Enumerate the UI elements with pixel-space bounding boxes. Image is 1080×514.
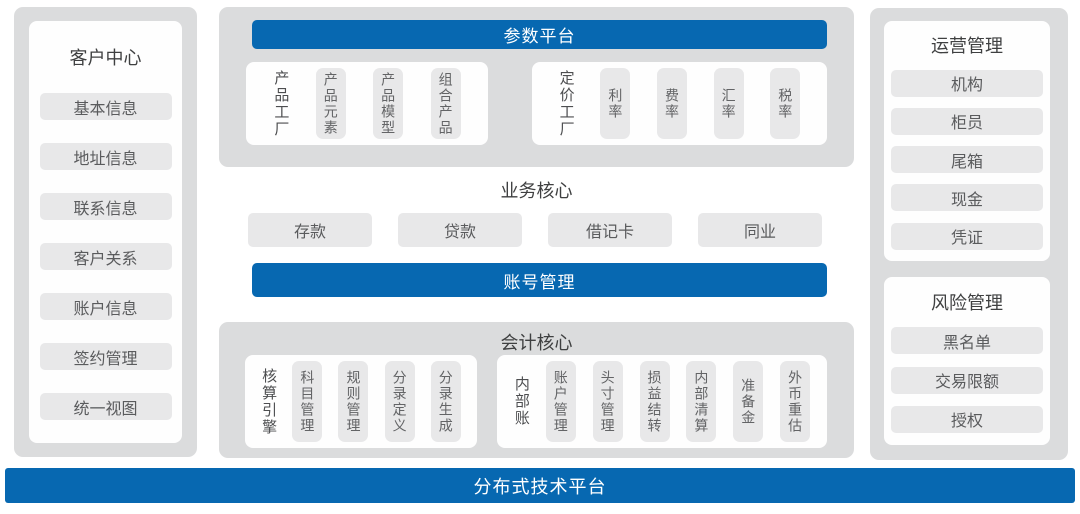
internal-account-panel: 内部账 账户管理 头寸管理 损益结转 内部清算 准备金 外币重估	[497, 355, 827, 448]
accounting-core-title: 会计核心	[500, 333, 573, 353]
module-exchange-rate: 汇率	[713, 68, 744, 139]
module-address-info: 地址信息	[39, 143, 172, 170]
module-fx-revaluation: 外币重估	[780, 361, 811, 442]
module-position-mgmt: 头寸管理	[592, 361, 623, 442]
accounting-engine-label: 核算引擎	[260, 367, 278, 436]
module-account-mgmt: 账户管理	[545, 361, 576, 442]
module-subject-mgmt: 科目管理	[292, 361, 323, 442]
customer-center-panel: 客户中心 基本信息 地址信息 联系信息 客户关系 账户信息 签约管理 统一视图	[29, 21, 182, 443]
module-cash: 现金	[891, 184, 1043, 212]
module-loan: 贷款	[398, 213, 522, 247]
internal-account-label: 内部账	[512, 376, 530, 427]
module-deposit: 存款	[248, 213, 372, 247]
module-entry-definition: 分录定义	[384, 361, 415, 442]
pricing-factory-panel: 定价工厂 利率 费率 汇率 税率	[532, 62, 827, 145]
product-factory-panel: 产品工厂 产品元素 产品模型 组合产品	[246, 62, 488, 145]
module-combined-product: 组合产品	[430, 68, 461, 139]
module-fee-rate: 费率	[656, 68, 687, 139]
module-unified-view: 统一视图	[39, 393, 172, 420]
module-reserve-fund: 准备金	[733, 361, 764, 442]
module-institution: 机构	[891, 69, 1043, 97]
module-account-info: 账户信息	[39, 293, 172, 320]
param-platform-header: 参数平台	[252, 20, 827, 49]
risk-mgmt-title: 风险管理	[931, 293, 1003, 314]
pricing-factory-label: 定价工厂	[557, 69, 575, 138]
module-blacklist: 黑名单	[891, 327, 1043, 355]
module-entry-generation: 分录生成	[430, 361, 461, 442]
accounting-engine-panel: 核算引擎 科目管理 规则管理 分录定义 分录生成	[245, 355, 477, 448]
business-core-title: 业务核心	[500, 181, 573, 201]
right-side-container: 运营管理 机构 柜员 尾箱 现金 凭证 风险管理 黑名单 交易限额 授权	[870, 8, 1068, 460]
module-voucher: 凭证	[891, 222, 1043, 250]
param-platform-container: 参数平台 产品工厂 产品元素 产品模型 组合产品 定价工厂 利率 费率 汇率 税…	[219, 7, 854, 167]
customer-center-container: 客户中心 基本信息 地址信息 联系信息 客户关系 账户信息 签约管理 统一视图	[14, 7, 197, 457]
product-factory-label: 产品工厂	[272, 69, 290, 138]
module-interest-rate: 利率	[600, 68, 631, 139]
module-basic-info: 基本信息	[39, 93, 172, 120]
module-transaction-limit: 交易限额	[891, 366, 1043, 394]
module-rule-mgmt: 规则管理	[338, 361, 369, 442]
operations-mgmt-title: 运营管理	[931, 36, 1003, 57]
module-authorization: 授权	[891, 405, 1043, 433]
module-teller: 柜员	[891, 107, 1043, 135]
account-management-bar: 账号管理	[252, 263, 827, 297]
module-customer-relation: 客户关系	[39, 243, 172, 270]
accounting-core-container: 会计核心 核算引擎 科目管理 规则管理 分录定义 分录生成 内部账 账户管理 头…	[219, 322, 854, 458]
module-contract-mgmt: 签约管理	[39, 343, 172, 370]
operations-mgmt-panel: 运营管理 机构 柜员 尾箱 现金 凭证	[884, 21, 1050, 261]
module-interbank: 同业	[698, 213, 822, 247]
module-pnl-carryover: 损益结转	[639, 361, 670, 442]
module-debit-card: 借记卡	[548, 213, 672, 247]
module-cash-box: 尾箱	[891, 146, 1043, 174]
customer-center-title: 客户中心	[69, 48, 142, 68]
module-tax-rate: 税率	[770, 68, 801, 139]
module-internal-clearing: 内部清算	[686, 361, 717, 442]
module-contact-info: 联系信息	[39, 193, 172, 220]
module-product-model: 产品模型	[373, 68, 404, 139]
risk-mgmt-panel: 风险管理 黑名单 交易限额 授权	[884, 277, 1050, 445]
module-product-element: 产品元素	[315, 68, 346, 139]
distributed-platform-bar: 分布式技术平台	[5, 468, 1075, 503]
business-core-row: 存款 贷款 借记卡 同业	[248, 213, 822, 247]
